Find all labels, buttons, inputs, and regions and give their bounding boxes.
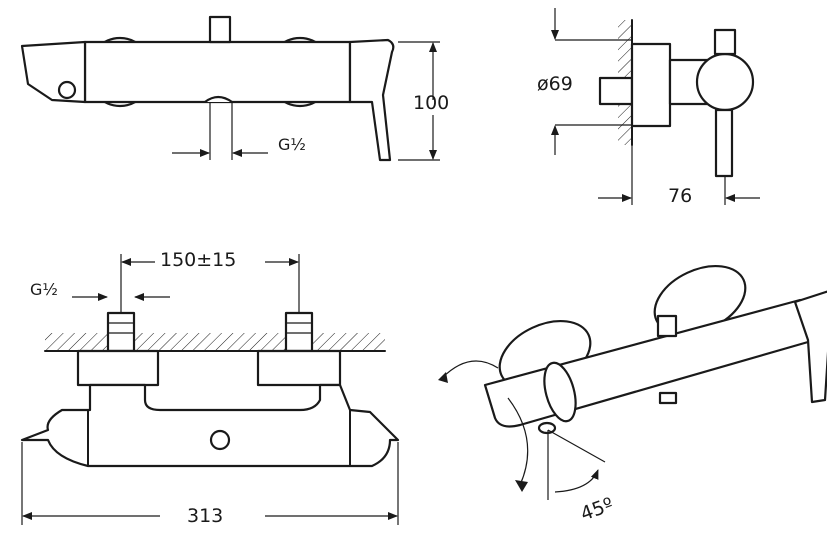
inlet-left — [106, 311, 136, 353]
depth-label: 76 — [668, 185, 692, 207]
spacing-label: 150±15 — [160, 249, 236, 271]
front-wall-hatch — [45, 333, 385, 351]
thread-label-front: G½ — [30, 280, 58, 299]
front-outlet — [209, 429, 231, 451]
height-label: 100 — [413, 92, 449, 114]
connector-left — [76, 349, 160, 387]
mixer-body-top — [83, 40, 352, 104]
side-inlet — [598, 76, 634, 106]
side-body-circle — [695, 52, 755, 112]
front-body — [20, 383, 400, 468]
top-view — [20, 15, 440, 162]
connector-right — [256, 349, 342, 387]
perspective-view — [438, 264, 827, 500]
persp-knob — [656, 314, 678, 338]
side-escutcheon — [630, 42, 672, 128]
lever-handle — [348, 38, 395, 162]
width-label: 313 — [187, 505, 223, 527]
angle-label: 45º — [578, 493, 617, 525]
persp-handle — [793, 290, 827, 404]
persp-spout-outlet — [537, 421, 557, 435]
diameter-label: ø69 — [537, 73, 573, 95]
diverter-knob — [208, 15, 232, 44]
side-handle — [714, 108, 734, 178]
rotation-arc-bottom — [507, 397, 529, 486]
bottom-inlet — [204, 95, 233, 103]
thread-label-top: G½ — [278, 135, 306, 154]
persp-body-end — [543, 361, 577, 423]
side-knob — [713, 28, 737, 56]
rotation-arc-top — [441, 360, 499, 379]
front-view — [20, 254, 400, 525]
spout-outlet — [57, 80, 77, 100]
side-view — [551, 8, 760, 205]
persp-bottom-inlet — [658, 391, 678, 405]
inlet-right — [284, 311, 314, 353]
